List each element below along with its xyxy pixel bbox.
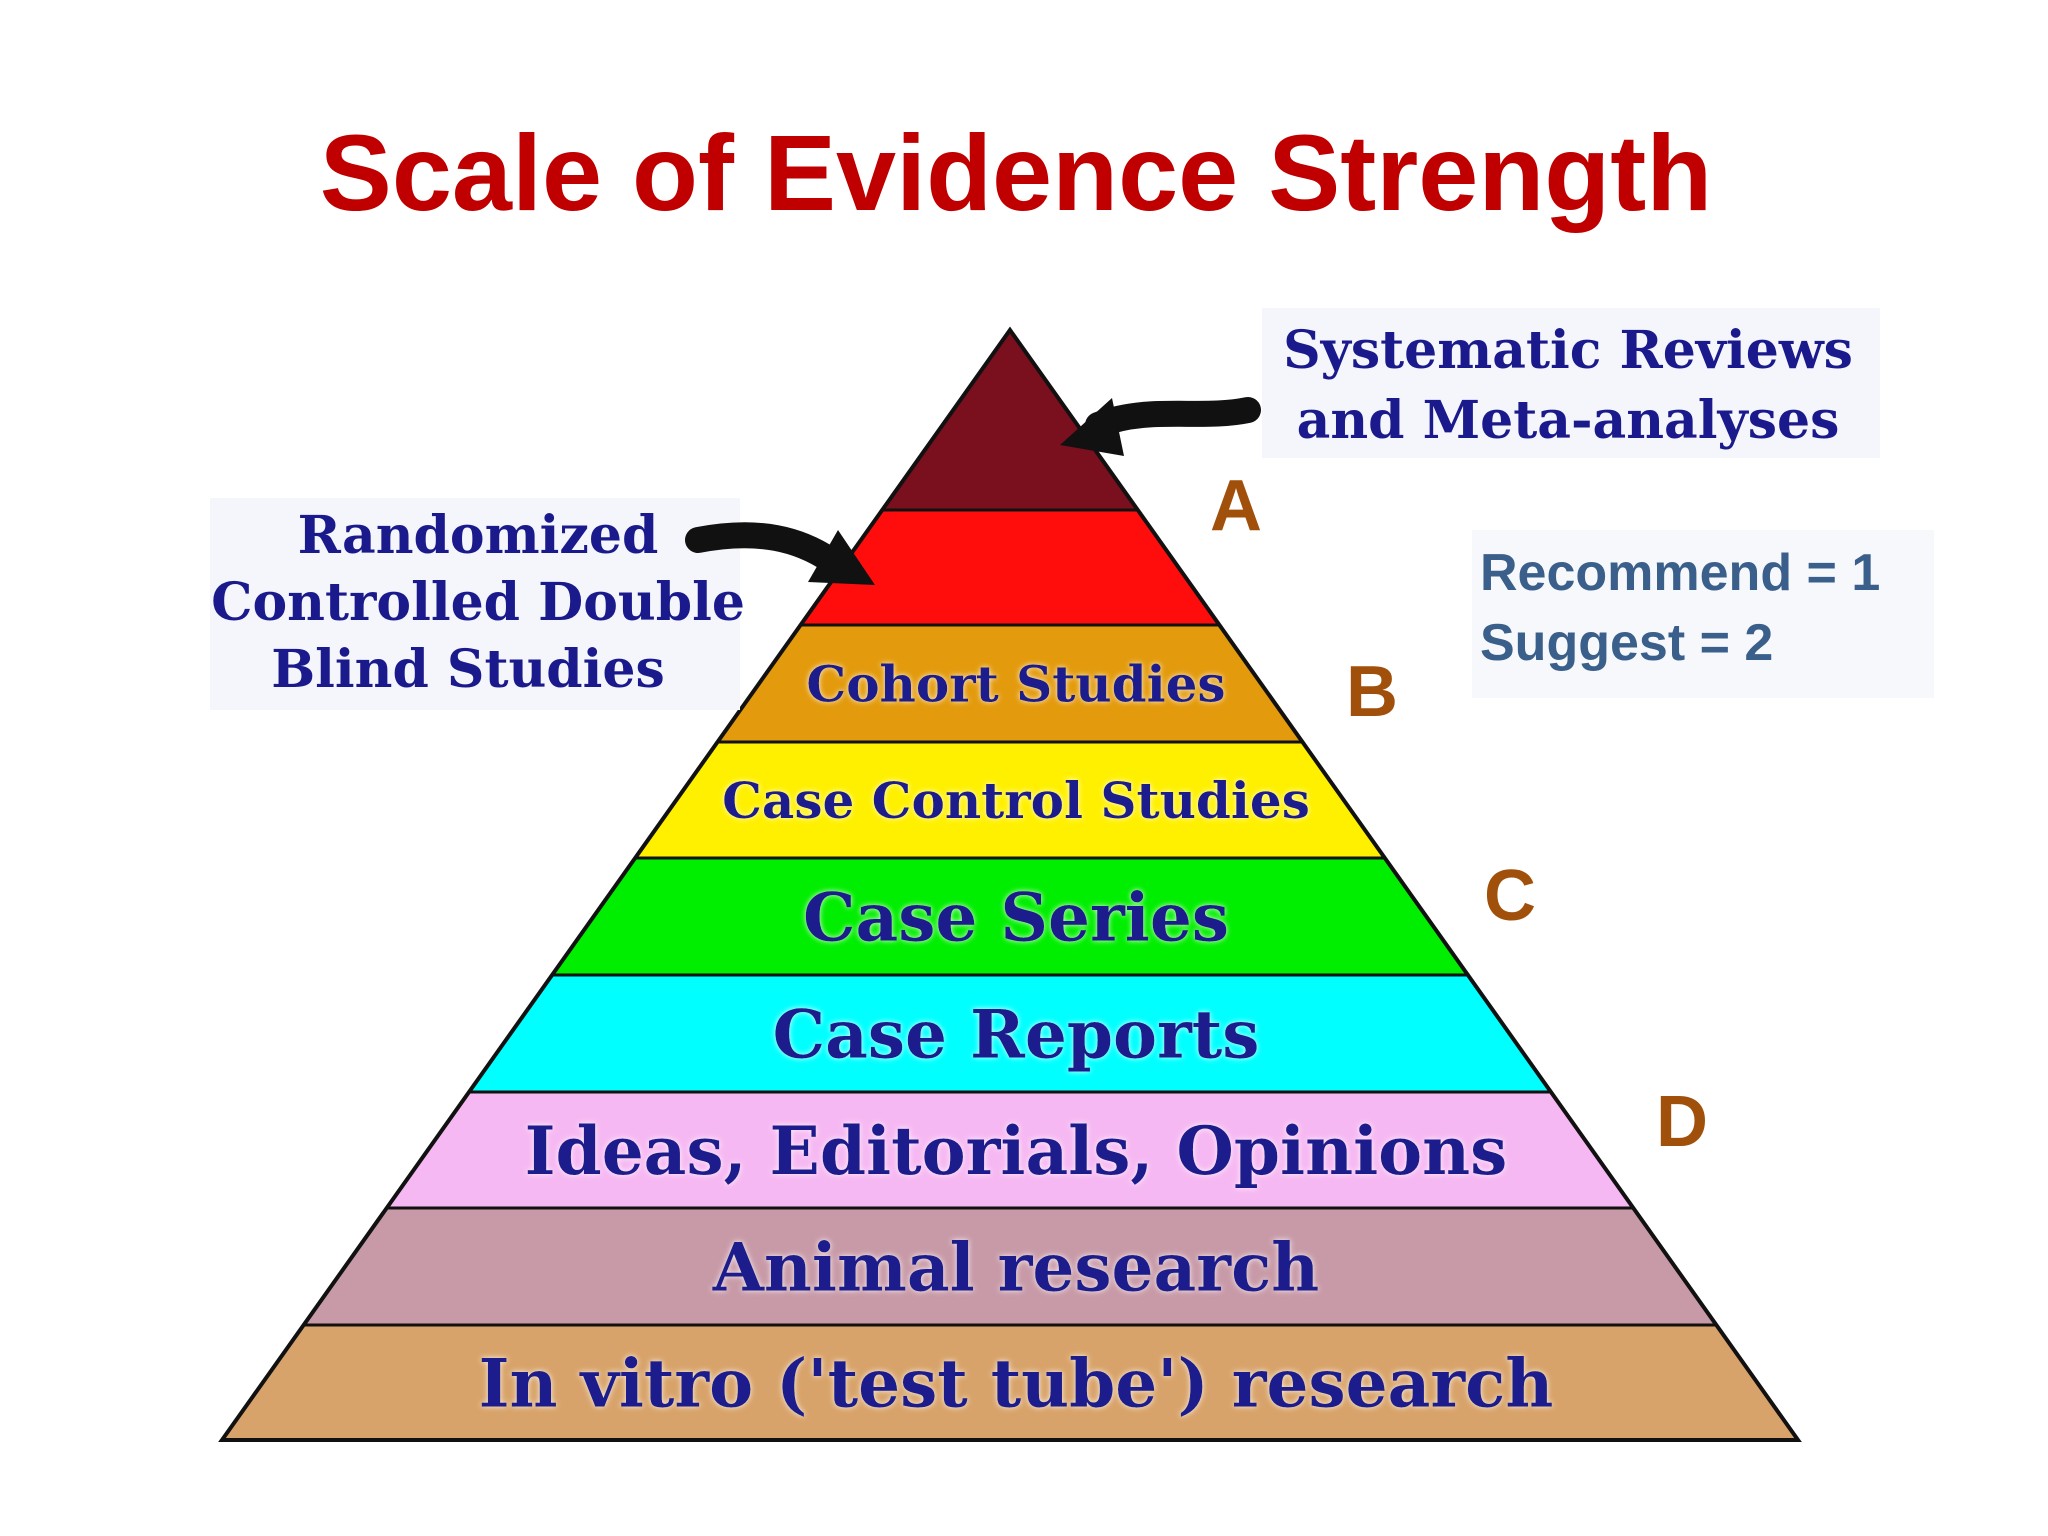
grade-a: A <box>1210 466 1262 546</box>
arrowhead-systematic-icon <box>1060 398 1124 456</box>
grade-b: B <box>1346 652 1398 732</box>
callout-randomized-line-1: Randomized <box>298 505 659 566</box>
recommendation-legend: Recommend = 1 Suggest = 2 <box>1472 530 1934 698</box>
pyramid-layer-label-3: Case Control Studies <box>722 771 1310 830</box>
pyramid-layer-label-8: In vitro ('test tube') research <box>479 1344 1554 1422</box>
arrowhead-randomized-icon <box>808 530 875 585</box>
callout-randomized-line-3: Blind Studies <box>271 639 665 700</box>
callout-systematic-line-1: Systematic Reviews <box>1283 320 1853 381</box>
page-title: Scale of Evidence Strength <box>320 112 1712 233</box>
pyramid-layer-label-5: Case Reports <box>773 995 1260 1073</box>
callout-systematic-line-2: and Meta-analyses <box>1297 390 1840 451</box>
legend-bg <box>1472 530 1934 698</box>
legend-recommend: Recommend = 1 <box>1480 544 1880 602</box>
pyramid-layer-label-2: Cohort Studies <box>806 655 1225 714</box>
grade-c: C <box>1484 856 1536 936</box>
pyramid-layer-label-6: Ideas, Editorials, Opinions <box>525 1112 1508 1190</box>
pyramid-layer-label-7: Animal research <box>712 1228 1320 1306</box>
callout-randomized: Randomized Controlled Double Blind Studi… <box>210 498 875 710</box>
pyramid-layer-label-4: Case Series <box>803 878 1229 956</box>
pyramid-outline <box>218 326 1802 1442</box>
pyramid-layer-1 <box>797 508 1223 627</box>
callout-randomized-bg <box>210 498 740 710</box>
arrow-systematic-icon <box>1085 397 1261 438</box>
callout-systematic-bg <box>1262 308 1880 458</box>
callout-randomized-line-2: Controlled Double <box>211 572 745 633</box>
legend-suggest: Suggest = 2 <box>1480 614 1773 672</box>
callout-systematic-reviews: Systematic Reviews and Meta-analyses <box>1060 308 1880 458</box>
grade-d: D <box>1656 1082 1708 1162</box>
arrow-randomized-icon <box>685 522 843 573</box>
